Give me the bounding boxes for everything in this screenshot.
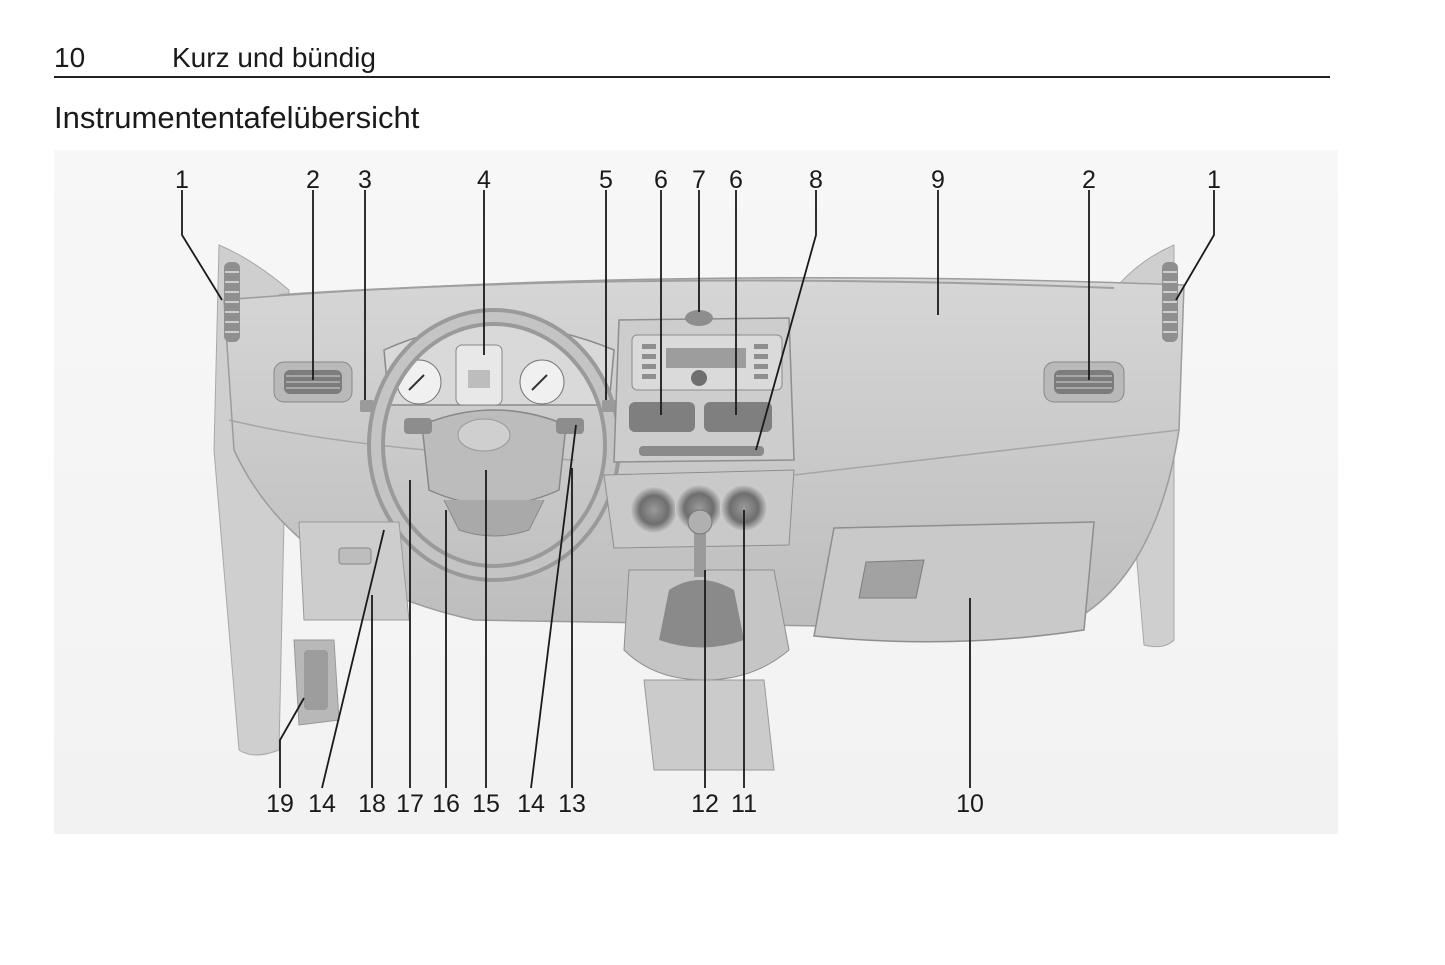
callout-bottom-18: 18 — [358, 790, 386, 818]
callout-top-7: 7 — [692, 166, 706, 194]
callout-bottom-17: 17 — [396, 790, 424, 818]
switch-right — [602, 400, 616, 412]
side-air-vent-right — [1162, 262, 1178, 342]
callout-bottom-15: 15 — [472, 790, 500, 818]
instrument-cluster — [383, 324, 615, 406]
bottom-leader-lines — [279, 424, 971, 789]
callout-bottom-12: 12 — [691, 790, 719, 818]
dashboard-illustration: 1 2 3 4 5 6 7 6 8 9 2 1 19 14 18 17 16 1… — [54, 150, 1338, 834]
callout-bottom-11: 11 — [731, 790, 757, 818]
callout-bottom-14b: 14 — [517, 790, 545, 818]
callout-top-1b: 1 — [1207, 166, 1221, 194]
switch-strip — [639, 446, 764, 456]
callout-top-3: 3 — [358, 166, 372, 194]
callout-bottom-19: 19 — [266, 790, 294, 818]
side-air-vent-left — [224, 262, 240, 342]
callout-top-9: 9 — [931, 166, 945, 194]
page-header: 10 Kurz und bündig — [54, 40, 1330, 78]
gear-lever — [623, 509, 790, 771]
callout-top-4: 4 — [477, 166, 491, 194]
sensor-dome — [685, 310, 713, 326]
page-number: 10 — [54, 42, 86, 73]
callout-bottom-16: 16 — [432, 790, 460, 818]
page-title: Instrumententafelübersicht — [54, 100, 420, 135]
section-name: Kurz und bündig — [172, 42, 376, 73]
callout-top-1: 1 — [175, 166, 189, 194]
top-callouts: 1 2 3 4 5 6 7 6 8 9 2 1 — [175, 166, 1221, 194]
light-switch — [360, 400, 374, 412]
callout-top-8: 8 — [809, 166, 823, 194]
steering-wheel — [367, 308, 621, 582]
top-leader-lines — [181, 190, 1215, 451]
callout-bottom-13: 13 — [558, 790, 586, 818]
dashboard-drawing: 1 2 3 4 5 6 7 6 8 9 2 1 19 14 18 17 16 1… — [54, 150, 1338, 834]
lower-left-panel — [293, 521, 410, 726]
callout-top-6a: 6 — [654, 166, 668, 194]
air-vent-right — [1043, 361, 1125, 403]
callout-top-2b: 2 — [1082, 166, 1096, 194]
callout-top-2: 2 — [306, 166, 320, 194]
callout-top-5: 5 — [599, 166, 613, 194]
glove-box — [813, 521, 1095, 643]
callout-bottom-14a: 14 — [308, 790, 336, 818]
center-vent-right — [704, 402, 772, 432]
center-vent-left — [629, 402, 695, 432]
bottom-callouts: 19 14 18 17 16 15 14 13 12 11 10 — [266, 790, 984, 818]
callout-top-6b: 6 — [729, 166, 743, 194]
centre-console — [613, 310, 795, 463]
callout-bottom-10: 10 — [956, 790, 984, 818]
